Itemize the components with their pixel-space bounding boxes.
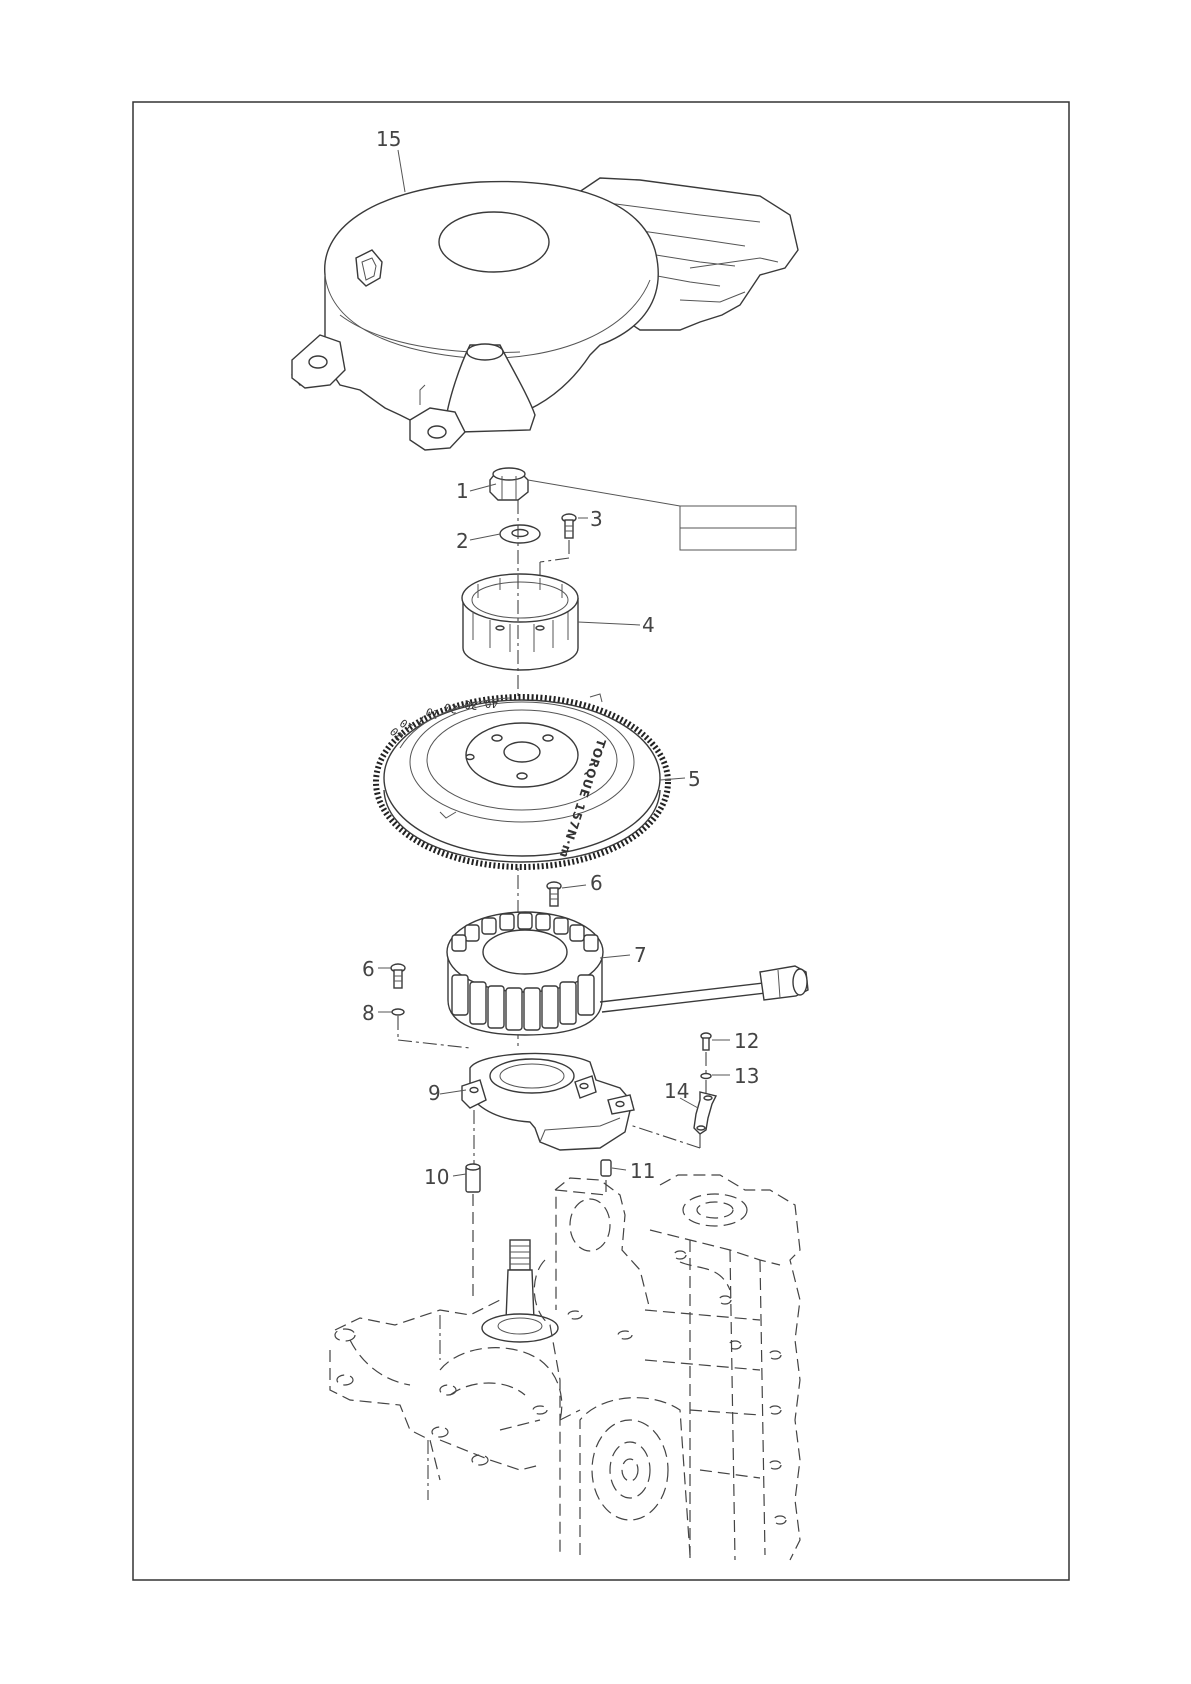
part-7-stator [447, 912, 808, 1035]
callout-7: 7 [634, 943, 647, 967]
part-13-washer [701, 1074, 711, 1096]
callout-12: 12 [734, 1029, 759, 1053]
crankshaft-end [482, 1240, 558, 1342]
part-12-screw [701, 1033, 711, 1074]
callout-1: 1 [456, 479, 469, 503]
callout-6-upper: 6 [590, 871, 603, 895]
part-5-flywheel: 40 30 20 10 T 10 20 TORQUE 157N·m [376, 694, 668, 867]
engine-block-outline [330, 1175, 800, 1560]
part-2-washer [500, 525, 540, 543]
part-9-stator-bracket [462, 1053, 634, 1165]
callout-8: 8 [362, 1001, 375, 1025]
part-6-stator-bolt-upper [547, 882, 561, 906]
callout-4: 4 [642, 613, 655, 637]
callout-2: 2 [456, 529, 469, 553]
callout-6-lower: 6 [362, 957, 375, 981]
callout-14: 14 [664, 1079, 689, 1103]
part-10-dowel-pin [466, 1164, 480, 1300]
callout-10: 10 [424, 1165, 449, 1189]
callout-11: 11 [630, 1159, 655, 1183]
callout-15: 15 [376, 127, 401, 151]
callout-13: 13 [734, 1064, 759, 1088]
callout-5: 5 [688, 767, 701, 791]
part-15-flywheel-cover [292, 178, 798, 450]
part-6-bolt-lower [391, 964, 405, 988]
part-4-rotor-cup [462, 574, 578, 670]
callout-3: 3 [590, 507, 603, 531]
callout-9: 9 [428, 1081, 441, 1105]
